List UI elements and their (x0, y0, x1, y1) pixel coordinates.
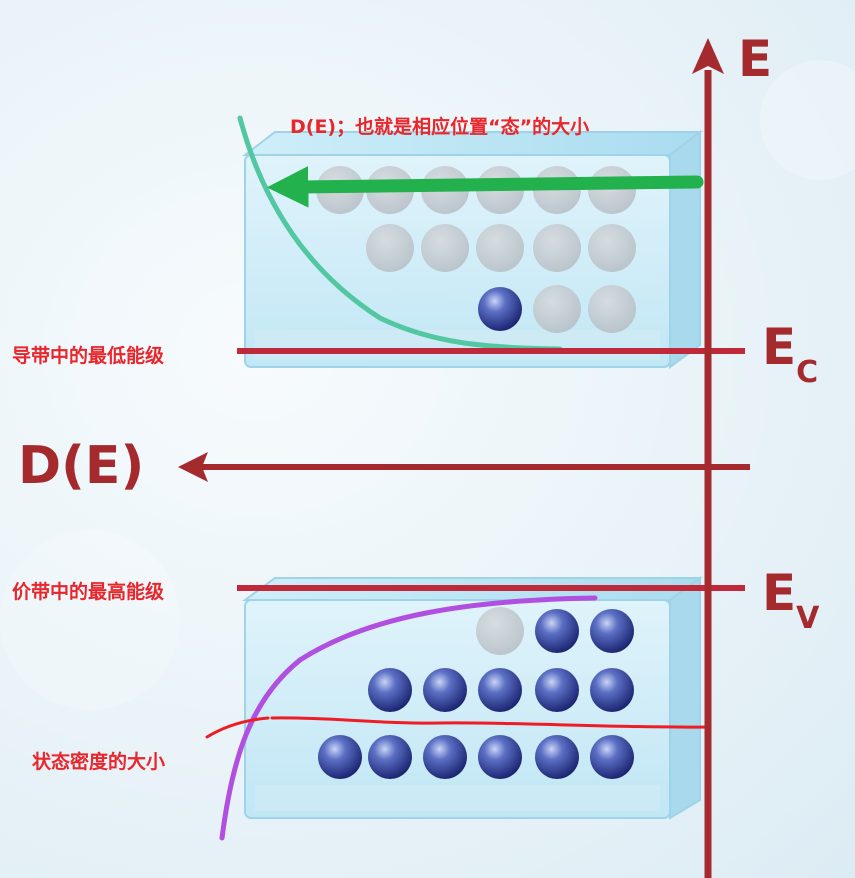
empty-state (366, 224, 414, 272)
ec-label-sub: C (796, 355, 819, 390)
de-axis-label: D(E) (18, 436, 145, 496)
conduction-dos-curve (237, 115, 563, 352)
energy-axis-label: E (738, 30, 773, 88)
electron (590, 735, 634, 779)
empty-state (421, 224, 469, 272)
energy-axis-arrowhead (692, 38, 724, 74)
electron (535, 609, 579, 653)
de-annotation: D(E)；也就是相应位置“态”的大小 (290, 116, 590, 138)
electron (590, 668, 634, 712)
electron (423, 668, 467, 712)
background-decoration (0, 530, 180, 710)
ev-label-main: E (762, 564, 797, 622)
empty-state (533, 224, 581, 272)
empty-state (476, 607, 524, 655)
dos-annotation: 状态密度的大小 (32, 751, 166, 773)
valence-band-states (318, 607, 634, 779)
electron (478, 668, 522, 712)
de-axis-arrowhead (178, 452, 208, 482)
electron (535, 668, 579, 712)
electron (478, 287, 522, 331)
ev-label: EV (762, 568, 819, 636)
valence-dos-curve (219, 595, 598, 841)
electron (368, 735, 412, 779)
conduction-min-label: 导带中的最低能级 (12, 345, 165, 367)
electron (368, 668, 412, 712)
electron (423, 735, 467, 779)
background-decoration (760, 60, 855, 180)
electron (478, 735, 522, 779)
empty-state (588, 166, 636, 214)
valence-max-label: 价带中的最高能级 (12, 581, 165, 603)
ec-label: EC (762, 322, 818, 390)
empty-state (476, 224, 524, 272)
electron (590, 609, 634, 653)
ec-label-main: E (762, 318, 797, 376)
empty-state (588, 224, 636, 272)
green-arrow (266, 166, 704, 208)
electron (535, 735, 579, 779)
empty-state (588, 285, 636, 333)
hand-drawn-marker-line (205, 716, 710, 739)
empty-state (533, 285, 581, 333)
ev-label-sub: V (796, 601, 820, 636)
electron (318, 735, 362, 779)
